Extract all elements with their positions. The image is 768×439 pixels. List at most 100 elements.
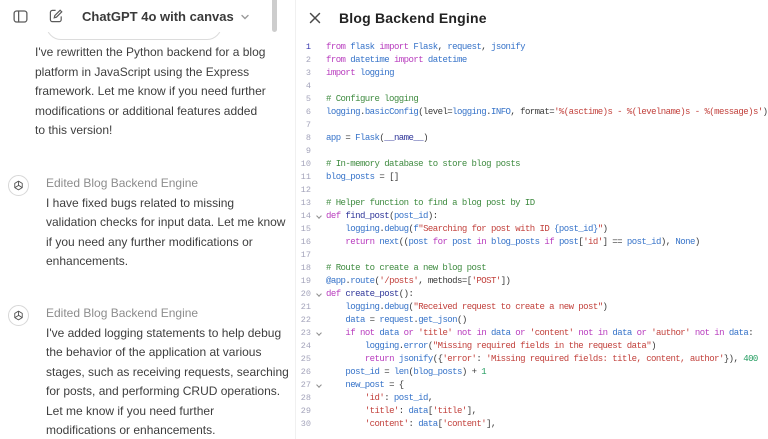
message-text: I've added logging statements to help de… <box>46 325 289 438</box>
line-number: 26 <box>300 367 311 377</box>
code-text: import logging <box>326 68 394 78</box>
code-text: def find_post(post_id): <box>326 211 438 221</box>
code-text: # Route to create a new blog post <box>326 263 487 273</box>
code-line: 14 def find_post(post_id): <box>296 210 768 223</box>
code-line: 11 blog_posts = [] <box>296 171 768 184</box>
line-number: 30 <box>300 419 311 429</box>
code-text: new_post = { <box>345 380 404 390</box>
code-line: 22 data = request.get_json() <box>296 314 768 327</box>
line-number: 12 <box>300 185 311 195</box>
code-text: 'content': data['content'], <box>364 419 497 429</box>
line-number: 7 <box>305 120 311 130</box>
code-text: post_id = len(blog_posts) + 1 <box>345 367 487 377</box>
canvas-title: Blog Backend Engine <box>339 10 487 26</box>
code-line: 1 from flask import Flask, request, jsoni… <box>296 41 768 54</box>
code-text: data = request.get_json() <box>345 315 467 325</box>
line-number: 16 <box>300 237 311 247</box>
code-text: blog_posts = [] <box>326 172 399 182</box>
code-text: return next((post for post in blog_posts… <box>345 237 700 247</box>
code-line: 24 logging.error("Missing required field… <box>296 340 768 353</box>
line-number: 13 <box>300 198 311 208</box>
close-canvas-button[interactable] <box>304 7 326 29</box>
code-text: def create_post(): <box>326 289 414 299</box>
code-text: from datetime import datetime <box>326 55 467 65</box>
code-line: 5 # Configure logging <box>296 93 768 106</box>
line-number: 8 <box>305 133 311 143</box>
code-line: 16 return next((post for post in blog_po… <box>296 236 768 249</box>
code-text: app = Flask(__name__) <box>326 133 428 143</box>
code-line: 18 # Route to create a new blog post <box>296 262 768 275</box>
code-text: logging.error("Missing required fields i… <box>364 341 657 351</box>
code-text: return jsonify({'error': 'Missing requir… <box>364 354 759 364</box>
new-chat-button[interactable] <box>44 4 68 28</box>
code-line: 8 app = Flask(__name__) <box>296 132 768 145</box>
line-number: 10 <box>300 159 311 169</box>
code-line: 4 <box>296 80 768 93</box>
line-number: 9 <box>305 146 311 156</box>
line-number: 5 <box>305 94 311 104</box>
code-line: 3 import logging <box>296 67 768 80</box>
model-selector-label: ChatGPT 4o with canvas <box>82 8 234 24</box>
code-text: # In-memory database to store blog posts <box>326 159 521 169</box>
line-number: 29 <box>300 406 311 416</box>
code-line: 25 return jsonify({'error': 'Missing req… <box>296 353 768 366</box>
code-line: 26 post_id = len(blog_posts) + 1 <box>296 366 768 379</box>
code-line: 23 if not data or 'title' not in data or… <box>296 327 768 340</box>
canvas-panel: Blog Backend Engine 1 from flask import F… <box>295 0 768 439</box>
code-line: 17 <box>296 249 768 262</box>
code-text: from flask import Flask, request, jsonif… <box>326 42 526 52</box>
panel-left-icon <box>12 9 28 23</box>
line-number: 11 <box>300 172 311 182</box>
model-selector[interactable]: ChatGPT 4o with canvas <box>82 9 250 24</box>
line-number: 18 <box>300 263 311 273</box>
code-line: 10 # In-memory database to store blog pos… <box>296 158 768 171</box>
code-line: 21 logging.debug("Received request to cr… <box>296 301 768 314</box>
line-number: 3 <box>305 68 311 78</box>
code-line: 29 'title': data['title'], <box>296 405 768 418</box>
line-number: 14 <box>300 211 311 221</box>
code-text: 'title': data['title'], <box>364 406 477 416</box>
code-line: 15 logging.debug(f"Searching for post wi… <box>296 223 768 236</box>
chat-scrollbar-thumb[interactable] <box>272 0 277 32</box>
line-number: 25 <box>300 354 311 364</box>
code-line: 9 <box>296 145 768 158</box>
fold-chevron-icon[interactable] <box>311 329 326 336</box>
line-number: 1 <box>305 42 311 52</box>
line-number: 4 <box>305 81 311 91</box>
code-text: @app.route('/posts', methods=['POST']) <box>326 276 511 286</box>
assistant-message-1: I've rewritten the Python backend for a … <box>35 43 266 141</box>
line-number: 22 <box>300 315 311 325</box>
code-area[interactable]: 1 from flask import Flask, request, jsoni… <box>296 41 768 439</box>
canvas-header: Blog Backend Engine <box>296 0 768 36</box>
compose-icon <box>49 9 63 23</box>
code-text: logging.debug(f"Searching for post with … <box>345 224 608 234</box>
fold-chevron-icon[interactable] <box>311 212 326 219</box>
code-text: logging.debug("Received request to creat… <box>345 302 608 312</box>
code-line: 19 @app.route('/posts', methods=['POST']) <box>296 275 768 288</box>
code-text: 'id': post_id, <box>364 393 433 403</box>
chat-panel: ChatGPT 4o with canvas I've rewritten th… <box>0 0 295 439</box>
code-text: # Configure logging <box>326 94 419 104</box>
code-line: 2 from datetime import datetime <box>296 54 768 67</box>
edited-document-label: Edited Blog Backend Engine <box>46 176 199 190</box>
line-number: 15 <box>300 224 311 234</box>
line-number: 19 <box>300 276 311 286</box>
line-number: 20 <box>300 289 311 299</box>
message-text: I have fixed bugs related to missing val… <box>46 195 286 269</box>
code-line: 7 <box>296 119 768 132</box>
chevron-down-icon <box>241 14 249 20</box>
fold-chevron-icon[interactable] <box>311 290 326 297</box>
code-line: 28 'id': post_id, <box>296 392 768 405</box>
sidebar-toggle-button[interactable] <box>8 4 32 28</box>
fold-chevron-icon[interactable] <box>311 381 326 388</box>
line-number: 28 <box>300 393 311 403</box>
assistant-message-2: Edited Blog Backend Engine I have fixed … <box>0 174 295 272</box>
code-text: if not data or 'title' not in data or 'c… <box>345 328 754 338</box>
code-line: 12 <box>296 184 768 197</box>
edited-document-label: Edited Blog Backend Engine <box>46 306 199 320</box>
close-icon <box>309 12 321 24</box>
line-number: 2 <box>305 55 311 65</box>
code-line: 27 new_post = { <box>296 379 768 392</box>
assistant-message-3: Edited Blog Backend Engine I've added lo… <box>0 304 295 439</box>
